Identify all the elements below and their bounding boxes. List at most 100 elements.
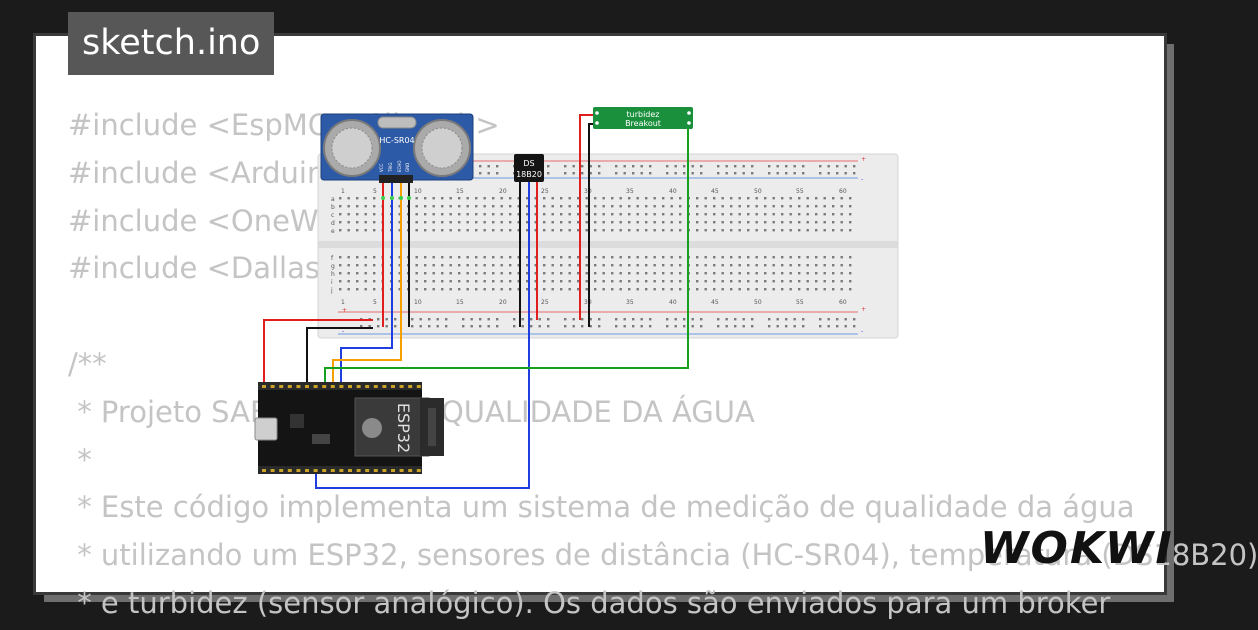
esp32-board[interactable]: ESP32 [254, 382, 444, 474]
breadboard-hole [466, 221, 469, 224]
breadboard-hole [840, 197, 843, 200]
breadboard-hole [432, 256, 435, 259]
turbidity-label: Breakout [625, 119, 661, 128]
filename-tab[interactable]: sketch.ino [68, 12, 275, 75]
esp32-pin [322, 385, 327, 388]
breadboard-hole [560, 213, 563, 216]
breadboard-hole [347, 288, 350, 291]
breadboard-hole [492, 288, 495, 291]
breadboard-hole [645, 288, 648, 291]
breadboard-hole [742, 318, 745, 321]
breadboard-hole [636, 197, 639, 200]
row-letter: c [331, 212, 334, 219]
ds18b20-sensor[interactable]: DS 18B20 [514, 154, 544, 182]
breadboard-hole [776, 325, 779, 328]
breadboard-hole [853, 172, 856, 175]
breadboard-hole [526, 280, 529, 283]
rail-plus-label: + [342, 307, 347, 314]
breadboard-hole [538, 318, 541, 321]
breadboard-hole [789, 221, 792, 224]
breadboard-hole [781, 197, 784, 200]
breadboard-hole [730, 221, 733, 224]
breadboard-hole [475, 272, 478, 275]
breadboard-hole [670, 264, 673, 267]
breadboard-hole [415, 272, 418, 275]
breadboard-hole [840, 213, 843, 216]
breadboard-hole [827, 325, 830, 328]
breadboard-hole [424, 221, 427, 224]
wire-red [579, 114, 594, 320]
breadboard-hole [704, 213, 707, 216]
breadboard-hole [428, 318, 431, 321]
hc-sr04-sensor[interactable]: HC-SR04 VCC TRIG ECHO GND [320, 113, 474, 200]
breadboard-hole [364, 205, 367, 208]
breadboard-hole [636, 213, 639, 216]
breadboard-hole [772, 256, 775, 259]
breadboard-hole [356, 229, 359, 232]
breadboard-hole [398, 288, 401, 291]
breadboard-hole [347, 197, 350, 200]
breadboard-hole [543, 213, 546, 216]
breadboard-hole [789, 288, 792, 291]
breadboard-hole [496, 172, 499, 175]
breadboard-hole [339, 213, 342, 216]
breadboard-hole [615, 165, 618, 168]
breadboard-hole [526, 256, 529, 259]
breadboard-hole [602, 229, 605, 232]
breadboard-hole [653, 213, 656, 216]
breadboard-hole [347, 280, 350, 283]
col-number: 5 [373, 188, 377, 195]
breadboard-hole [483, 288, 486, 291]
col-number: 5 [373, 299, 377, 306]
breadboard-hole [730, 280, 733, 283]
breadboard-hole [789, 256, 792, 259]
breadboard-hole [713, 221, 716, 224]
breadboard-hole [466, 213, 469, 216]
breadboard-hole [679, 221, 682, 224]
breadboard-hole [509, 197, 512, 200]
breadboard-hole [819, 165, 822, 168]
breadboard-hole [717, 172, 720, 175]
breadboard-hole [742, 165, 745, 168]
esp32-pin [313, 469, 318, 472]
wires[interactable] [263, 114, 689, 489]
code-line: * Este código implementa um sistema de m… [68, 490, 1135, 525]
esp32-pins [262, 385, 421, 472]
breadboard-hole [339, 197, 342, 200]
breadboard-hole [823, 197, 826, 200]
breadboard-hole [844, 318, 847, 321]
breadboard-hole [432, 280, 435, 283]
breadboard-hole [823, 256, 826, 259]
breadboard-hole [619, 264, 622, 267]
col-number: 35 [626, 299, 634, 306]
breadboard-hole [764, 256, 767, 259]
breadboard-hole [670, 197, 673, 200]
breadboard-hole [764, 272, 767, 275]
breadboard-hole [560, 264, 563, 267]
breadboard-hole [445, 318, 448, 321]
breadboard-hole [364, 197, 367, 200]
breadboard-hole [432, 197, 435, 200]
breadboard-hole [577, 264, 580, 267]
breadboard-hole [636, 221, 639, 224]
breadboard-hole [789, 229, 792, 232]
breadboard-hole [849, 280, 852, 283]
breadboard-hole [836, 165, 839, 168]
breadboard-hole [568, 256, 571, 259]
breadboard-hole [428, 325, 431, 328]
breadboard-hole [449, 264, 452, 267]
breadboard-hole [747, 213, 750, 216]
breadboard-hole [704, 280, 707, 283]
breadboard-hole [713, 272, 716, 275]
breadboard-hole [517, 256, 520, 259]
breadboard-hole [458, 288, 461, 291]
breadboard-hole [679, 288, 682, 291]
breadboard-hole [572, 318, 575, 321]
breadboard-hole [815, 288, 818, 291]
breadboard-hole [785, 325, 788, 328]
breadboard-hole [798, 221, 801, 224]
breadboard-hole [377, 318, 380, 321]
breadboard-hole [679, 229, 682, 232]
breadboard-hole [823, 221, 826, 224]
turbidity-breakout[interactable]: turbidez Breakout [593, 107, 693, 129]
